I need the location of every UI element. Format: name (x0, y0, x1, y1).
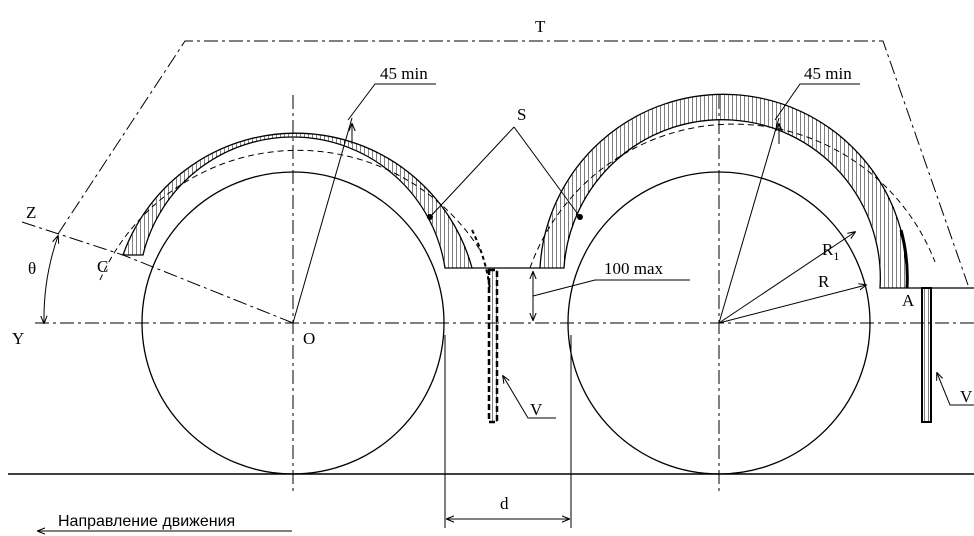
right-radius-45-line (718, 117, 780, 324)
v-left-leader (503, 376, 556, 419)
label-r1-main: R (822, 240, 834, 259)
right-flap (921, 287, 932, 423)
right-outer-dashed-arc (529, 123, 936, 269)
right-wheel (567, 171, 871, 475)
label-t: T (535, 17, 546, 36)
label-z: Z (26, 203, 36, 222)
right-45min-leader (774, 83, 860, 121)
label-r1: R1 (822, 240, 839, 263)
label-r1-sub: 1 (833, 249, 839, 263)
left-c-line (122, 254, 294, 324)
label-c: C (97, 257, 108, 276)
left-outer-dashed-arc (99, 149, 481, 281)
label-theta: θ (28, 259, 36, 278)
s-leader-left (429, 126, 515, 218)
t-envelope-outline (57, 40, 969, 286)
r1-line (718, 232, 855, 324)
s-dot-left (427, 214, 433, 220)
label-a: A (902, 291, 915, 310)
z-line (21, 221, 124, 256)
right-mudguard-tail (899, 229, 909, 289)
theta-arc (44, 236, 58, 323)
label-r: R (818, 272, 830, 291)
label-45min-right: 45 min (804, 64, 852, 83)
left-mudguard (122, 132, 473, 269)
label-o: O (303, 329, 315, 348)
left-radius-line (292, 117, 353, 324)
s-dot-right (577, 214, 583, 220)
right-mudguard (539, 93, 908, 289)
label-100max: 100 max (604, 259, 664, 278)
v-right-leader (937, 373, 974, 406)
label-d: d (500, 494, 509, 513)
left-45min-leader (347, 83, 436, 121)
s-leader-right (513, 126, 581, 218)
label-y: Y (12, 329, 24, 348)
label-45min-left: 45 min (380, 64, 428, 83)
label-s: S (517, 105, 526, 124)
label-direction: Направление движения (58, 513, 235, 530)
left-mudguard-dashed-edge (471, 229, 491, 291)
max-leader (532, 279, 690, 297)
middle-flap (487, 268, 499, 424)
label-v-right: V (960, 387, 973, 406)
label-v-left: V (530, 400, 543, 419)
left-wheel (141, 171, 445, 475)
r-line (718, 285, 866, 324)
